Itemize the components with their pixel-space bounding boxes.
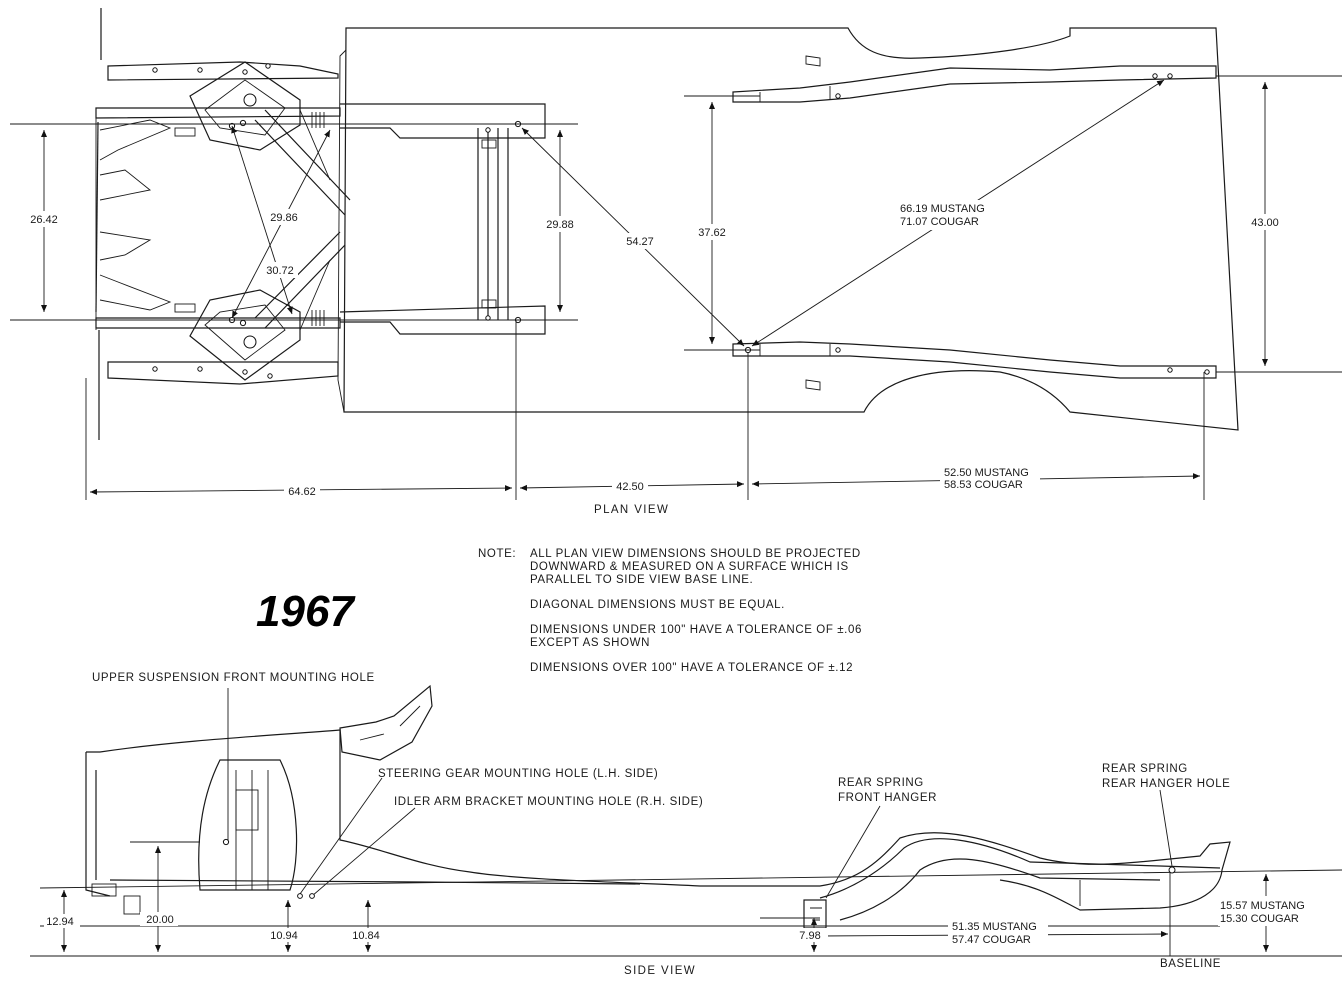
dim-rear-len-mustang: 52.50 MUSTANG (944, 467, 1029, 479)
note-line-1: ALL PLAN VIEW DIMENSIONS SHOULD BE PROJE… (530, 548, 861, 560)
dim-diag-rear-mustang: 66.19 MUSTANG (900, 203, 985, 215)
label-upper-suspension: UPPER SUSPENSION FRONT MOUNTING HOLE (92, 672, 375, 684)
label-rear-spring-front-1: REAR SPRING (838, 777, 924, 789)
label-rear-spring-rear-1: REAR SPRING (1102, 763, 1188, 775)
dim-64-62: 64.62 (288, 486, 316, 498)
note-line-2: DOWNWARD & MEASURED ON A SURFACE WHICH I… (530, 561, 849, 573)
dim-54-27: 54.27 (626, 236, 654, 248)
dim-10-84: 10.84 (352, 930, 380, 942)
dim-diag-rear-cougar: 71.07 COUGAR (900, 216, 979, 228)
label-rear-spring-front-2: FRONT HANGER (838, 792, 937, 804)
dim-height-cougar: 15.30 COUGAR (1220, 913, 1299, 925)
dim-12-94: 12.94 (46, 916, 74, 928)
side-front-body (85, 684, 1231, 915)
dim-7-98: 7.98 (799, 930, 820, 942)
dim-20-00: 20.00 (146, 914, 174, 926)
label-rear-spring-rear-2: REAR HANGER HOLE (1102, 778, 1230, 790)
note-label: NOTE: (478, 548, 516, 560)
baseline-label: BASELINE (1160, 958, 1221, 970)
dim-side-len-cougar: 57.47 COUGAR (952, 934, 1031, 946)
dim-height-mustang: 15.57 MUSTANG (1220, 900, 1305, 912)
plan-reference-lines (10, 75, 1342, 500)
plan-view: 26.42 29.86 30.72 29.88 54.27 37.62 66.1… (10, 8, 1342, 516)
dim-37-62: 37.62 (698, 227, 726, 239)
note-block: NOTE: ALL PLAN VIEW DIMENSIONS SHOULD BE… (478, 548, 862, 674)
dim-43-00: 43.00 (1251, 217, 1279, 229)
note-line-4: DIAGONAL DIMENSIONS MUST BE EQUAL. (530, 599, 785, 611)
dim-30-72: 30.72 (266, 265, 294, 277)
plan-view-title: PLAN VIEW (594, 504, 669, 516)
front-frame-rails (95, 61, 351, 385)
floor-pan (337, 27, 1239, 431)
year-label: 1967 (256, 587, 356, 636)
note-line-7: DIMENSIONS OVER 100" HAVE A TOLERANCE OF… (530, 662, 853, 674)
dim-26-42: 26.42 (30, 214, 58, 226)
dim-side-len-mustang: 51.35 MUSTANG (952, 921, 1037, 933)
dim-29-86: 29.86 (270, 212, 298, 224)
side-view: UPPER SUSPENSION FRONT MOUNTING HOLE STE… (30, 672, 1342, 977)
side-leader-lines (227, 688, 1173, 899)
side-view-title: SIDE VIEW (624, 965, 696, 977)
dim-10-94: 10.94 (270, 930, 298, 942)
note-line-5: DIMENSIONS UNDER 100" HAVE A TOLERANCE O… (530, 624, 862, 636)
side-rear-section (803, 838, 1221, 929)
dim-42-50: 42.50 (616, 481, 644, 493)
label-idler-arm: IDLER ARM BRACKET MOUNTING HOLE (R.H. SI… (394, 796, 703, 808)
front-holes (152, 63, 325, 379)
side-dimension-lines (61, 846, 1269, 956)
note-line-6: EXCEPT AS SHOWN (530, 637, 650, 649)
label-steering-gear: STEERING GEAR MOUNTING HOLE (L.H. SIDE) (378, 768, 658, 780)
plan-dimension-lines (41, 79, 1268, 495)
note-line-3: PARALLEL TO SIDE VIEW BASE LINE. (530, 574, 753, 586)
dim-rear-len-cougar: 58.53 COUGAR (944, 479, 1023, 491)
dim-29-88: 29.88 (546, 219, 574, 231)
